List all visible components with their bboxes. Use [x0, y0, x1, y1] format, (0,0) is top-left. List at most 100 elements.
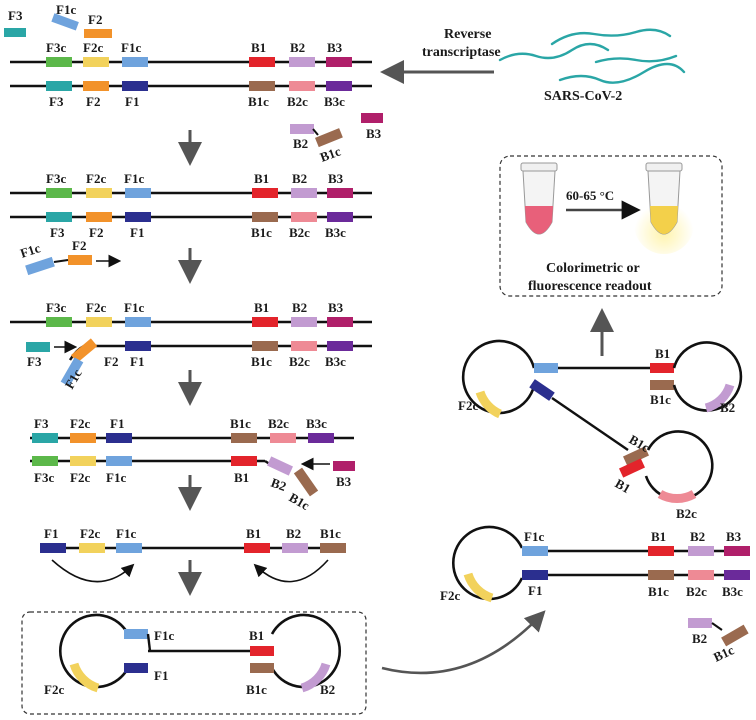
s3-label-b3c: B3c: [325, 354, 346, 369]
s2-label-b3: B3: [328, 171, 344, 186]
b3-box: [326, 57, 352, 67]
s3-label-f2c: F2c: [86, 300, 106, 315]
s2-label-b2c: B2c: [289, 225, 310, 240]
s2-label-f2-primer: F2: [72, 238, 86, 253]
s3-label-b3: B3: [328, 300, 344, 315]
b1c-segment-free: [315, 128, 343, 148]
s2-label-f3c: F3c: [46, 171, 66, 186]
label-b3c: B3c: [324, 94, 345, 109]
s6-label-f1c: F1c: [154, 628, 174, 643]
rb-label-f1: F1: [528, 583, 542, 598]
s2-label-f2c: F2c: [86, 171, 106, 186]
label-fluorescence: fluorescence readout: [528, 279, 652, 294]
s4-label-b3c: B3c: [306, 416, 327, 431]
s4-label-f2c: F2c: [70, 416, 90, 431]
label-sars-cov-2: SARS-CoV-2: [544, 89, 622, 104]
s4-label-b2: B2: [269, 475, 288, 494]
rm-label-b1c: B1c: [650, 392, 671, 407]
s3-label-b1c: B1c: [251, 354, 272, 369]
f1c-box: [122, 57, 148, 67]
rb-label-b2c: B2c: [686, 584, 707, 599]
s4-label-f1: F1: [110, 416, 124, 431]
step4: F3 F2c F1 B1c B2c B3c F3c F2c F1c B1 B2 …: [30, 416, 355, 513]
f3c-box: [46, 57, 72, 67]
f2c-box: [83, 57, 109, 67]
s2-label-f1: F1: [130, 225, 144, 240]
rb-label-f1c: F1c: [524, 529, 544, 544]
s5-label-b2: B2: [286, 526, 301, 541]
label-f2c: F2c: [83, 40, 103, 55]
s4-label-f2c-b: F2c: [70, 470, 90, 485]
s3-label-f2: F2: [104, 354, 118, 369]
s3-label-b2c: B2c: [289, 354, 310, 369]
rb-label-b1: B1: [651, 529, 666, 544]
f3-box: [46, 81, 72, 91]
f3-primer-free: [4, 28, 26, 37]
right-bottom-structure: F1c F1 F2c B1 B2 B3 B1c B2c B3c B2 B1c: [440, 525, 750, 665]
label-b3: B3: [327, 40, 343, 55]
b3c-box: [326, 81, 352, 91]
rm-label-b2c: B2c: [676, 506, 697, 521]
step5: F1 F2c F1c B1 B2 B1c: [40, 526, 346, 583]
label-f2-free: F2: [88, 12, 102, 27]
rb-label-b2: B2: [690, 529, 705, 544]
s3-label-f3: F3: [27, 354, 42, 369]
label-f2: F2: [86, 94, 100, 109]
label-f1c: F1c: [121, 40, 141, 55]
s5-label-b1: B1: [246, 526, 261, 541]
fip-primer: [51, 13, 79, 31]
bip-linker: [312, 128, 319, 136]
rm-label-b1: B1: [655, 346, 670, 361]
step2: F3c F2c F1c B1 B2 B3 F3 F2 F1 B1c B2c B3…: [10, 171, 372, 276]
tube-yellow-icon: [634, 162, 694, 254]
step3: F3c F2c F1c B1 B2 B3 F3 F1c F2 F1 B1c B2…: [10, 300, 372, 392]
curved-arrow: [381, 610, 546, 675]
b1-box: [249, 57, 275, 67]
rm-label-b2: B2: [720, 400, 735, 415]
s4-label-b2c: B2c: [268, 416, 289, 431]
s2-label-f1c: F1c: [124, 171, 144, 186]
s2-label-f1c-primer: F1c: [18, 240, 42, 261]
s2-label-b1c: B1c: [251, 225, 272, 240]
s2-label-b2: B2: [292, 171, 307, 186]
label-f3-free: F3: [8, 8, 23, 23]
label-f3c: F3c: [46, 40, 66, 55]
s4-label-b1c: B1c: [230, 416, 251, 431]
rm-label-b1c-lower: B1c: [627, 432, 653, 456]
b2-segment-free: [290, 124, 314, 134]
label-f3: F3: [49, 94, 64, 109]
reverse-transcription: Reverse transcriptase SARS-CoV-2: [380, 27, 686, 104]
f1-box: [122, 81, 148, 91]
label-transcriptase: transcriptase: [422, 45, 501, 60]
s6-label-f1: F1: [154, 668, 168, 683]
s2-label-f2: F2: [89, 225, 103, 240]
s5-label-f1c: F1c: [116, 526, 136, 541]
f2-box: [83, 81, 109, 91]
right-mid-structure: B1 B1c B2 F2c B1c B1 B2c: [458, 339, 743, 521]
s3-label-f1: F1: [130, 354, 144, 369]
label-b3-free: B3: [366, 126, 382, 141]
s6-label-b2: B2: [320, 682, 335, 697]
s3-label-b2: B2: [292, 300, 307, 315]
step1: F3 F1c F2 F3c F2c F1c B1 B2 B3 F3 F2 F1 …: [4, 2, 383, 165]
tube-pink-icon: [520, 162, 558, 235]
label-colorimetric: Colorimetric or: [546, 261, 640, 276]
dumbbell-box: F1c F1 F2c B1 B1c B2: [21, 611, 367, 715]
s4-label-f3: F3: [34, 416, 49, 431]
s2-label-b1: B1: [254, 171, 269, 186]
s5-label-f1: F1: [44, 526, 58, 541]
label-reverse: Reverse: [444, 27, 491, 42]
rb-label-b1c: B1c: [648, 584, 669, 599]
label-b2c: B2c: [287, 94, 308, 109]
b1c-box: [249, 81, 275, 91]
virus-rna-icon: [498, 28, 686, 84]
f2-segment-free: [84, 29, 112, 38]
s4-label-b3: B3: [336, 474, 352, 489]
rb-label-b3: B3: [726, 529, 742, 544]
s4-label-b1: B1: [234, 470, 249, 485]
rb-label-b3c: B3c: [722, 584, 743, 599]
label-b2: B2: [290, 40, 305, 55]
b3-primer-free: [361, 113, 383, 123]
s6-label-f2c: F2c: [44, 682, 64, 697]
